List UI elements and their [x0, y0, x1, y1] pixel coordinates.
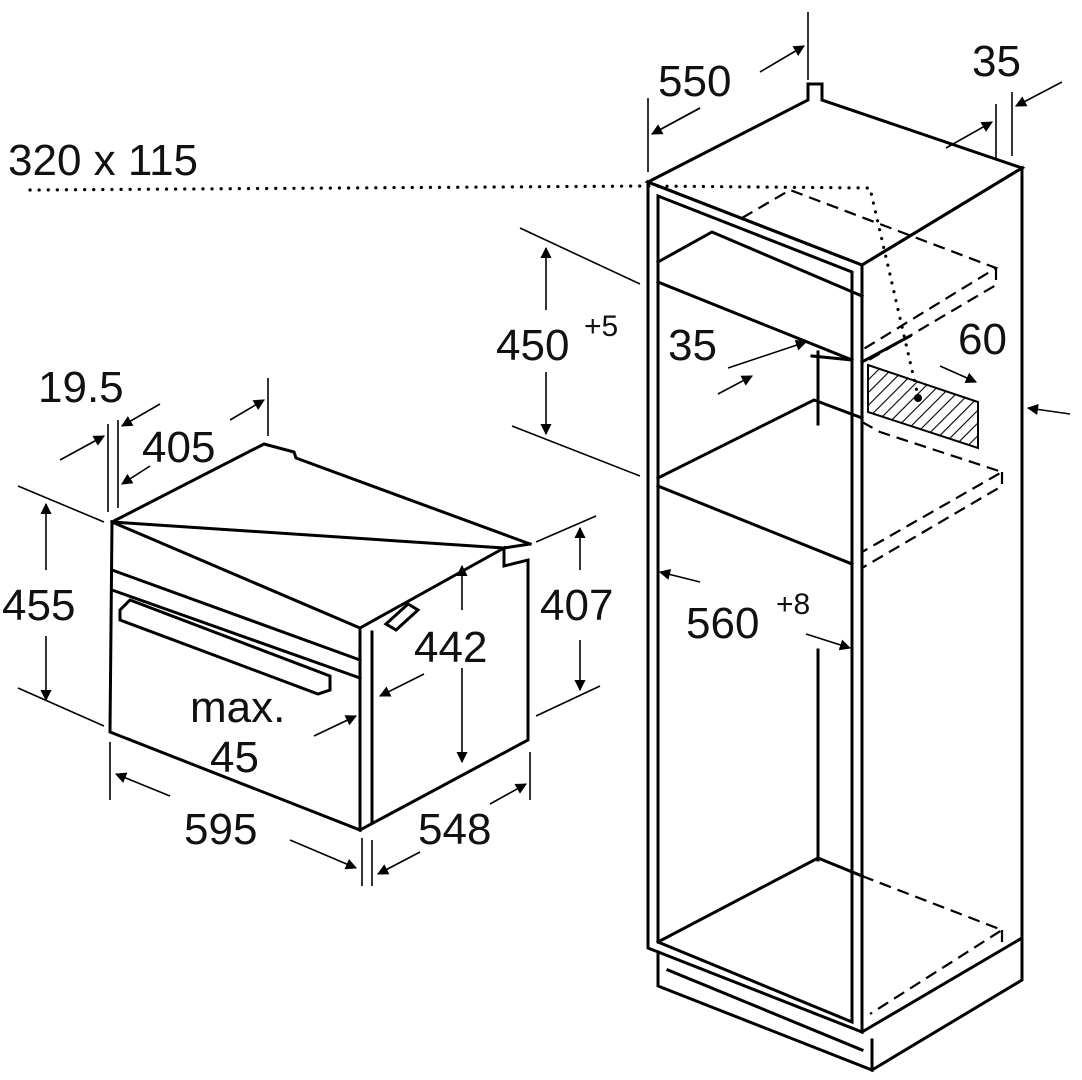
vent-leader-line: [28, 184, 920, 398]
front-offset-label: 19.5: [38, 363, 124, 412]
niche-width-tolerance: +8: [776, 588, 810, 621]
vent-depth-label: 60: [958, 315, 1007, 364]
cabinet-dimensions: [511, 12, 1071, 651]
oven: [108, 442, 532, 833]
oven-dimensions: [17, 378, 601, 886]
oven-height-label: 455: [2, 581, 75, 630]
vent-opening-label: 320 x 115: [8, 136, 198, 185]
body-height-label: 407: [540, 581, 613, 630]
max-label: max.: [190, 683, 285, 732]
niche-height-tolerance: +5: [584, 310, 618, 343]
oven-width-label: 595: [184, 805, 257, 854]
front-gap-label: 35: [668, 321, 717, 370]
inner-height-label: 442: [414, 623, 487, 672]
cabinet: [644, 82, 1026, 1073]
rear-gap-label: 35: [972, 37, 1021, 86]
max-value-label: 45: [210, 733, 259, 782]
top-depth-label: 405: [142, 423, 215, 472]
niche-depth-label: 550: [658, 57, 731, 106]
niche-width-label: 560: [686, 599, 759, 648]
body-depth-label: 548: [418, 805, 491, 854]
niche-height-label: 450: [496, 321, 569, 370]
